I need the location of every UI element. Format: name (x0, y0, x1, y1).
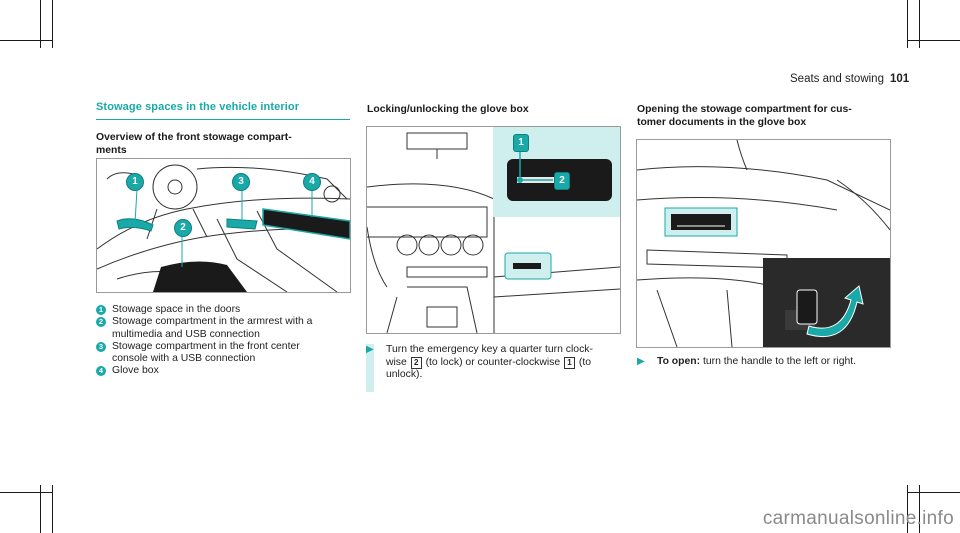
subtitle-line: ments (96, 145, 127, 156)
legend-number: 1 (96, 305, 106, 315)
section-name: Seats and stowing (790, 73, 884, 85)
document-compartment-subtitle: Opening the stowage compartment for cus-… (637, 103, 899, 129)
legend-number: 4 (96, 366, 106, 377)
watermark: carmanualsonline.info (762, 508, 954, 529)
step-number-box: 1 (564, 356, 576, 369)
step-text: Turn the emergency key a quarter turn cl… (386, 344, 593, 355)
legend-list: 1 Stowage space in the doors 2 Stowage c… (96, 304, 358, 378)
legend-item: 4 Glove box (96, 365, 358, 377)
step-text-part: (to lock) or counter-clockwise (425, 356, 561, 368)
step-number-box: 2 (410, 356, 422, 369)
section-title: Stowage spaces in the vehicle interior (96, 101, 300, 113)
interior-overview-figure: 1 2 3 4 (96, 158, 351, 293)
running-header: Seats and stowing 101 (790, 73, 909, 85)
page-number: 101 (889, 73, 910, 85)
crop-mark (40, 0, 41, 48)
subtitle-line: Overview of the front stowage compart- (96, 132, 292, 143)
crop-mark (919, 0, 920, 48)
crop-mark (52, 485, 53, 533)
callout-1: 1 (126, 173, 144, 191)
legend-item: 3 Stowage compartment in the front cente… (96, 341, 358, 366)
glovebox-lock-subtitle: Locking/unlocking the glove box (367, 104, 529, 115)
glovebox-illustration (637, 140, 890, 347)
crop-mark (907, 40, 960, 41)
legend-item: 2 Stowage compartment in the armrest wit… (96, 316, 358, 341)
step-text: wise 2 (to lock) or counter-clockwise 1 … (386, 356, 628, 370)
document-compartment-figure (636, 139, 891, 348)
crop-mark (907, 0, 908, 48)
section-rule (96, 119, 350, 120)
callout-1: 1 (513, 134, 529, 152)
callout-4: 4 (303, 173, 321, 191)
dashboard-illustration (367, 127, 620, 333)
step-text: unlock). (386, 369, 423, 380)
crop-mark (40, 485, 41, 533)
subtitle-line: Opening the stowage compartment for cus- (637, 104, 852, 115)
open-step: ▶ To open: turn the handle to the left o… (637, 356, 899, 369)
legend-text: Glove box (112, 365, 159, 377)
crop-mark (0, 40, 53, 41)
crop-mark (52, 0, 53, 48)
glovebox-lock-figure: 1 2 (366, 126, 621, 334)
legend-item: 1 Stowage space in the doors (96, 304, 358, 316)
step-highlight-bar (366, 344, 374, 392)
crop-mark (907, 492, 960, 493)
legend-number: 3 (96, 341, 106, 352)
crop-mark (0, 492, 53, 493)
step-text-part: wise (386, 356, 407, 368)
step-label: To open: (657, 356, 701, 367)
legend-text: Stowage compartment in the front center (112, 340, 300, 352)
crop-mark (919, 485, 920, 533)
legend-text: Stowage compartment in the armrest with … (112, 316, 313, 328)
legend-number: 2 (96, 317, 106, 328)
overview-subtitle: Overview of the front stowage compart- m… (96, 131, 358, 157)
callout-2: 2 (554, 172, 570, 190)
subtitle-line: tomer documents in the glove box (637, 117, 807, 128)
step-text-part: (to (578, 356, 592, 368)
step-arrow-icon: ▶ (366, 344, 374, 355)
callout-2: 2 (174, 219, 192, 237)
legend-text: Stowage space in the doors (112, 304, 241, 315)
legend-text: console with a USB connection (112, 353, 256, 365)
lock-step: ▶ Turn the emergency key a quarter turn … (366, 344, 628, 382)
interior-overview-illustration (97, 164, 350, 292)
crop-mark (907, 485, 908, 533)
step-text: turn the handle to the left or right. (700, 356, 857, 367)
legend-text: multimedia and USB connection (112, 328, 260, 340)
callout-3: 3 (232, 173, 250, 191)
step-arrow-icon: ▶ (637, 356, 645, 367)
